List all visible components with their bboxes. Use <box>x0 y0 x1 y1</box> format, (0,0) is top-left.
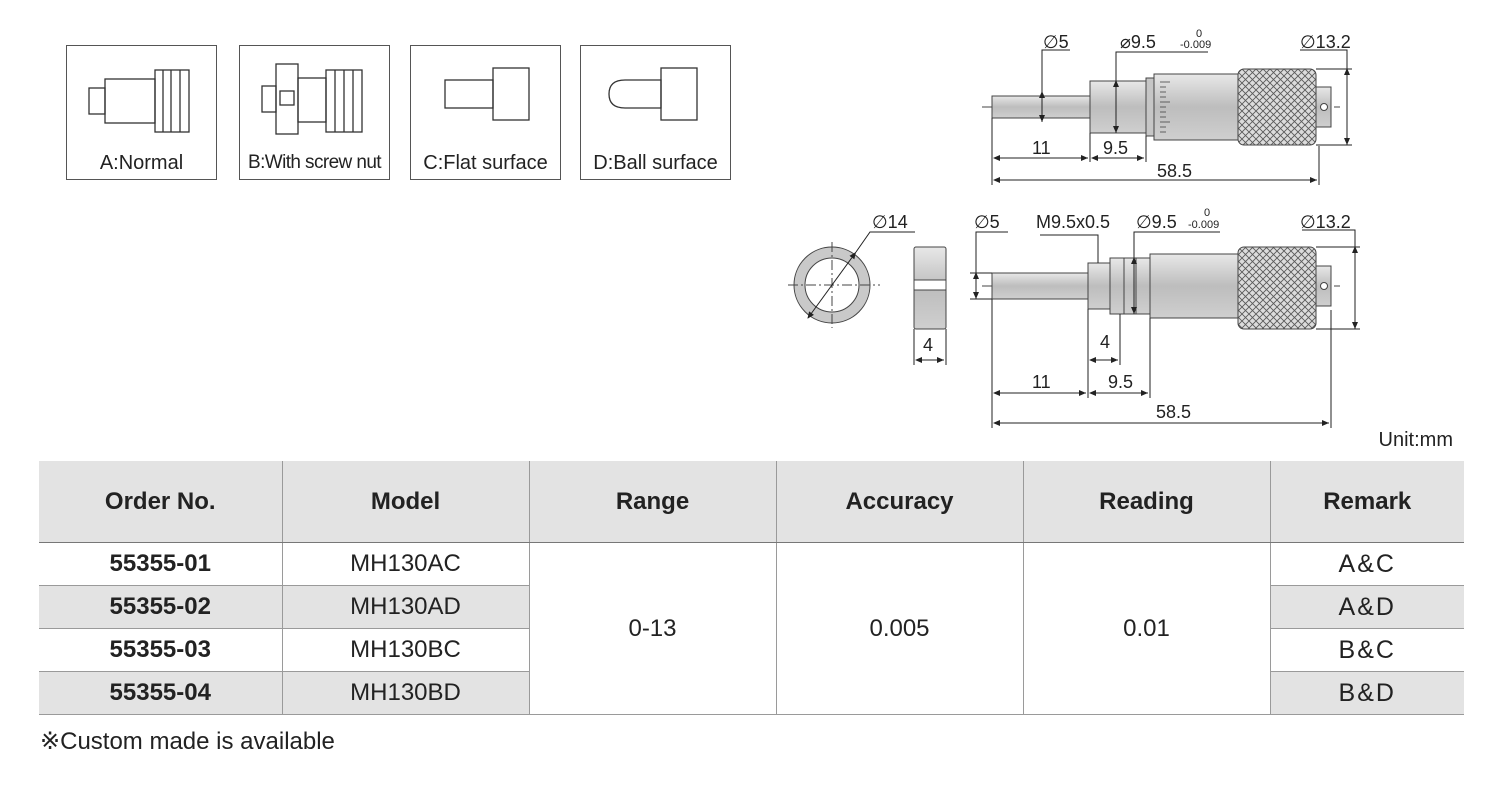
dim-bottom-len95: 9.5 <box>1108 372 1133 392</box>
dim-top-tol-lower: -0.009 <box>1180 39 1211 51</box>
header-accuracy: Accuracy <box>775 461 1023 543</box>
technical-drawing: ∅5 ⌀9.5 0 -0.009 ∅13.2 11 9.5 58.5 4 ∅14 <box>788 28 1360 428</box>
dim-bottom-len585: 58.5 <box>1156 402 1191 422</box>
type-b-box: B:With screw nut <box>239 45 390 180</box>
type-a-normal-icon <box>88 69 190 133</box>
dim-bottom-len11: 11 <box>1032 372 1051 392</box>
micrometer-head-type-b-drawing: 4 ∅14 ∅5 M9.5x0.5 <box>788 207 1360 428</box>
model-cell: MH130BD <box>281 671 529 715</box>
remark-cell: B&D <box>1269 671 1464 715</box>
dim-bottom-tol-lower: -0.009 <box>1188 219 1219 231</box>
range-cell: 0-13 <box>528 542 776 715</box>
remark-cell: A&C <box>1269 542 1464 586</box>
remark-cell: B&C <box>1269 628 1464 672</box>
type-d-label: D:Ball surface <box>593 152 718 174</box>
type-b-label: B:With screw nut <box>248 152 382 173</box>
unit-label: Unit:mm <box>1378 429 1453 451</box>
dim-nut-width: 4 <box>923 335 933 355</box>
dim-bottom-d132: ∅13.2 <box>1300 212 1351 232</box>
type-c-flat-surface-icon <box>444 67 530 121</box>
type-c-box: C:Flat surface <box>410 45 561 180</box>
reading-cell: 0.01 <box>1022 542 1270 715</box>
table-header-row: Order No. Model Range Accuracy Reading R… <box>39 461 1464 543</box>
header-order-no: Order No. <box>39 461 282 543</box>
header-range: Range <box>528 461 776 543</box>
order-no-cell: 55355-02 <box>39 585 282 629</box>
spec-table: Order No. Model Range Accuracy Reading R… <box>39 461 1464 715</box>
accuracy-cell: 0.005 <box>775 542 1023 715</box>
dim-thread: M9.5x0.5 <box>1036 212 1110 232</box>
order-no-cell: 55355-04 <box>39 671 282 715</box>
header-remark: Remark <box>1269 461 1464 543</box>
type-b-screw-nut-icon <box>261 63 363 135</box>
dim-thread-len: 4 <box>1100 332 1110 352</box>
table-row: 55355-01 MH130AC 0-13 0.005 0.01 A&C <box>39 542 1464 715</box>
type-a-label: A:Normal <box>99 152 184 174</box>
dim-bottom-tol-upper: 0 <box>1204 207 1210 219</box>
dim-top-tol-upper: 0 <box>1196 28 1202 40</box>
dim-top-d132: ∅13.2 <box>1300 32 1351 52</box>
dim-top-d5: ∅5 <box>1043 32 1069 52</box>
table-row: 55355-02 MH130AD A&D <box>39 585 1464 629</box>
dim-bottom-d5: ∅5 <box>974 212 1000 232</box>
dim-top-d95: ⌀9.5 <box>1120 32 1156 52</box>
header-model: Model <box>281 461 529 543</box>
model-cell: MH130BC <box>281 628 529 672</box>
type-d-ball-surface-icon <box>608 67 698 121</box>
header-reading: Reading <box>1022 461 1270 543</box>
dim-top-len585: 58.5 <box>1157 161 1192 181</box>
model-cell: MH130AD <box>281 585 529 629</box>
remark-cell: A&D <box>1269 585 1464 629</box>
type-d-box: D:Ball surface <box>580 45 731 180</box>
micrometer-head-type-a-drawing: ∅5 ⌀9.5 0 -0.009 ∅13.2 11 9.5 58.5 <box>982 28 1352 185</box>
order-no-cell: 55355-01 <box>39 542 282 586</box>
table-row: 55355-03 MH130BC B&C <box>39 628 1464 672</box>
custom-made-note: ※Custom made is available <box>40 728 335 755</box>
table-row: 55355-04 MH130BD B&D <box>39 671 1464 715</box>
dim-nut-d14: ∅14 <box>872 212 908 232</box>
model-cell: MH130AC <box>281 542 529 586</box>
dim-bottom-d95: ∅9.5 <box>1136 212 1177 232</box>
dim-top-len11: 11 <box>1032 138 1051 158</box>
dim-top-len95: 9.5 <box>1103 138 1128 158</box>
type-c-label: C:Flat surface <box>423 152 548 174</box>
type-a-box: A:Normal <box>66 45 217 180</box>
order-no-cell: 55355-03 <box>39 628 282 672</box>
